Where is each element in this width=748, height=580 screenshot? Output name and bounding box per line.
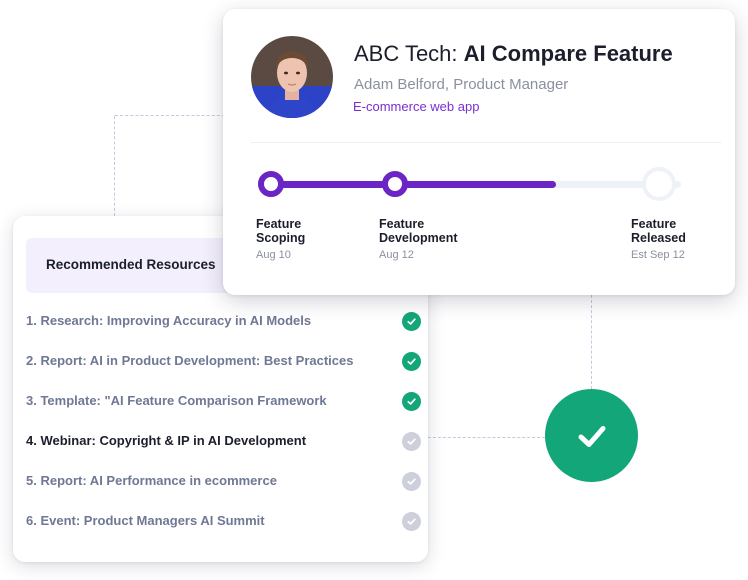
connector-line-bottom <box>428 437 545 438</box>
resources-title: Recommended Resources <box>46 257 216 272</box>
check-icon <box>402 312 421 331</box>
resource-item[interactable]: 5. Report: AI Performance in ecommerce <box>26 464 421 504</box>
project-owner: Adam Belford, Product Manager <box>354 76 569 93</box>
stage-node-scoping <box>258 171 284 197</box>
resource-label[interactable]: 2. Report: AI in Product Development: Be… <box>26 353 354 368</box>
divider <box>251 142 721 143</box>
connector-line-left <box>114 116 115 216</box>
check-pending-icon <box>402 472 421 491</box>
resources-list: 1. Research: Improving Accuracy in AI Mo… <box>26 304 421 544</box>
project-card: ABC Tech: AI Compare Feature Adam Belfor… <box>223 9 735 295</box>
check-icon <box>402 392 421 411</box>
check-icon <box>402 352 421 371</box>
check-pending-icon <box>402 512 421 531</box>
connector-line-top <box>115 115 225 116</box>
resource-item[interactable]: 3. Template: "AI Feature Comparison Fram… <box>26 384 421 424</box>
connector-line-right <box>591 295 592 389</box>
success-check-icon <box>545 389 638 482</box>
resource-item[interactable]: 6. Event: Product Managers AI Summit <box>26 504 421 544</box>
resource-item[interactable]: 1. Research: Improving Accuracy in AI Mo… <box>26 304 421 344</box>
resource-label[interactable]: 6. Event: Product Managers AI Summit <box>26 513 265 528</box>
avatar <box>251 36 333 118</box>
resource-label[interactable]: 1. Research: Improving Accuracy in AI Mo… <box>26 313 312 328</box>
resource-item[interactable]: 2. Report: AI in Product Development: Be… <box>26 344 421 384</box>
feature-name: AI Compare Feature <box>463 41 673 66</box>
resource-item[interactable]: 4. Webinar: Copyright & IP in AI Develop… <box>26 424 421 464</box>
timeline-progress <box>261 181 556 188</box>
resource-label[interactable]: 4. Webinar: Copyright & IP in AI Develop… <box>26 433 307 448</box>
stage-node-released <box>642 167 676 201</box>
stage-date-scoping: Aug 10 <box>256 249 291 261</box>
resource-label[interactable]: 3. Template: "AI Feature Comparison Fram… <box>26 393 327 408</box>
stage-date-development: Aug 12 <box>379 249 414 261</box>
stage-date-released: Est Sep 12 <box>631 249 685 261</box>
project-title: ABC Tech: AI Compare Feature <box>354 41 673 67</box>
project-app-link[interactable]: E-commerce web app <box>353 99 480 114</box>
resource-label[interactable]: 5. Report: AI Performance in ecommerce <box>26 473 277 488</box>
company-name: ABC Tech: <box>354 41 458 66</box>
check-pending-icon <box>402 432 421 451</box>
stage-node-development <box>382 171 408 197</box>
